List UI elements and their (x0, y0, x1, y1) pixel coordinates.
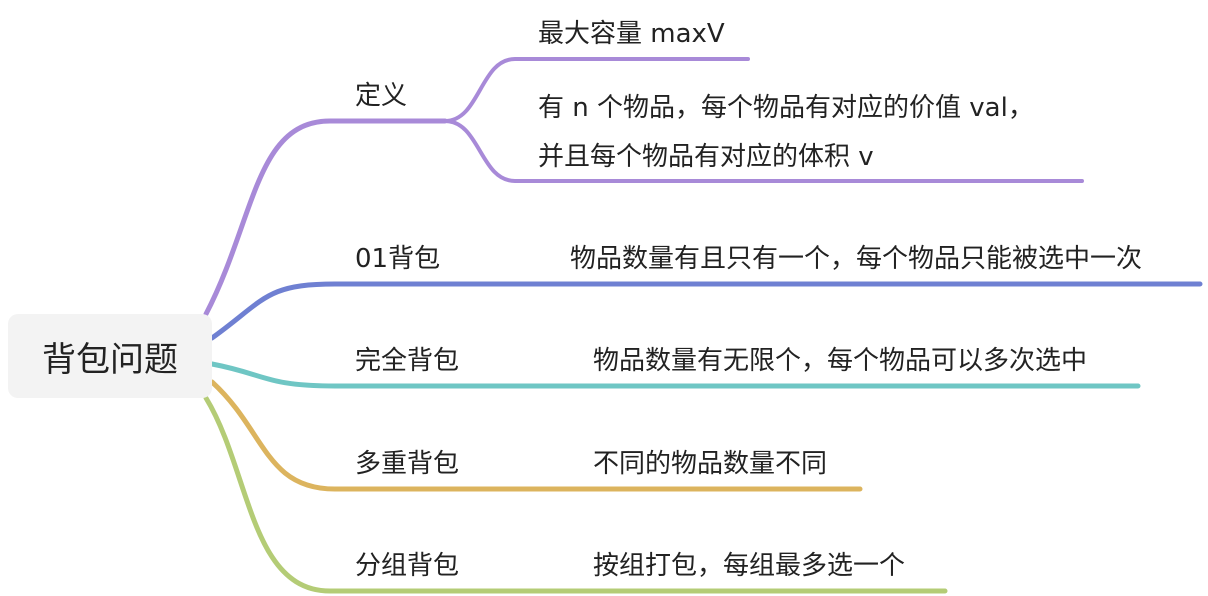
definition-item-items-line1[interactable]: 有 n 个物品，每个物品有对应的价值 val， (538, 93, 1034, 123)
leaf-multiple-knapsack[interactable]: 不同的物品数量不同 (593, 449, 828, 479)
connector-definition-items (443, 119, 1084, 183)
connector-definition (203, 118, 448, 317)
connector-group-knapsack (203, 395, 948, 594)
branch-label-01-knapsack[interactable]: 01背包 (355, 244, 441, 274)
definition-item-maxv[interactable]: 最大容量 maxV (538, 19, 725, 49)
definition-item-items-line2[interactable]: 并且每个物品有对应的体积 v (538, 142, 874, 172)
connector-01-knapsack (209, 281, 1203, 341)
branch-label-group-knapsack[interactable]: 分组背包 (355, 551, 460, 581)
branch-label-definition[interactable]: 定义 (355, 81, 408, 111)
leaf-group-knapsack[interactable]: 按组打包，每组最多选一个 (593, 551, 906, 581)
root-title: 背包问题 (42, 339, 178, 380)
branch-label-complete-knapsack[interactable]: 完全背包 (355, 346, 460, 376)
connector-definition-maxv (443, 57, 750, 123)
branch-label-multiple-knapsack[interactable]: 多重背包 (355, 449, 460, 479)
leaf-complete-knapsack[interactable]: 物品数量有无限个，每个物品可以多次选中 (593, 346, 1088, 376)
root-node[interactable]: 背包问题 (8, 314, 212, 398)
leaf-01-knapsack[interactable]: 物品数量有且只有一个，每个物品只能被选中一次 (570, 244, 1143, 274)
connector-complete-knapsack (209, 361, 1141, 389)
connector-multiple-knapsack (209, 379, 863, 492)
